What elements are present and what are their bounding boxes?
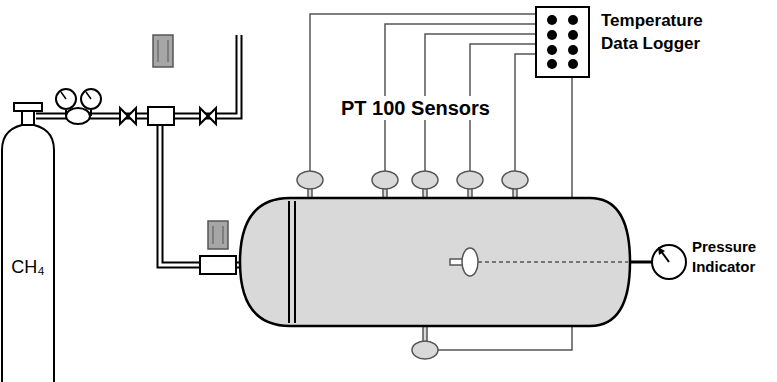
valve-symbol (120, 108, 136, 124)
node-text: CH₄ (2, 255, 54, 279)
vessel-flange (288, 201, 290, 323)
meter-display (223, 226, 224, 244)
node-text: Pressure Indicator (692, 237, 776, 278)
meter-display (158, 40, 159, 62)
flow-meter (148, 107, 174, 125)
gas-cylinder (2, 124, 54, 382)
vessel-flange (294, 201, 296, 323)
pressure-regulator (56, 89, 101, 124)
meter-display (208, 221, 228, 249)
cylinder-valve (14, 103, 42, 111)
gauge-needle (658, 247, 665, 255)
sensor-group-label: PT 100 Sensors (338, 96, 493, 120)
pressure-indicator: Pressure Indicator (652, 245, 686, 279)
internal-probe (462, 248, 478, 276)
pressure-gauge (652, 245, 686, 279)
gauge-line (630, 261, 652, 264)
pressure-vessel (240, 198, 630, 326)
meter-display (213, 226, 214, 244)
logger-channels (547, 15, 578, 69)
cylinder-neck (22, 111, 34, 125)
pipes (36, 35, 242, 265)
probe-wire (478, 261, 628, 263)
flow-meter (200, 256, 236, 274)
meter-display (153, 35, 173, 67)
gas-cylinder: CH₄ (2, 150, 54, 382)
data-logger: Temperature Data Logger (535, 6, 590, 78)
valve-symbol (200, 108, 216, 124)
meter-display (168, 40, 169, 62)
node-text: Temperature Data Logger (601, 10, 715, 56)
